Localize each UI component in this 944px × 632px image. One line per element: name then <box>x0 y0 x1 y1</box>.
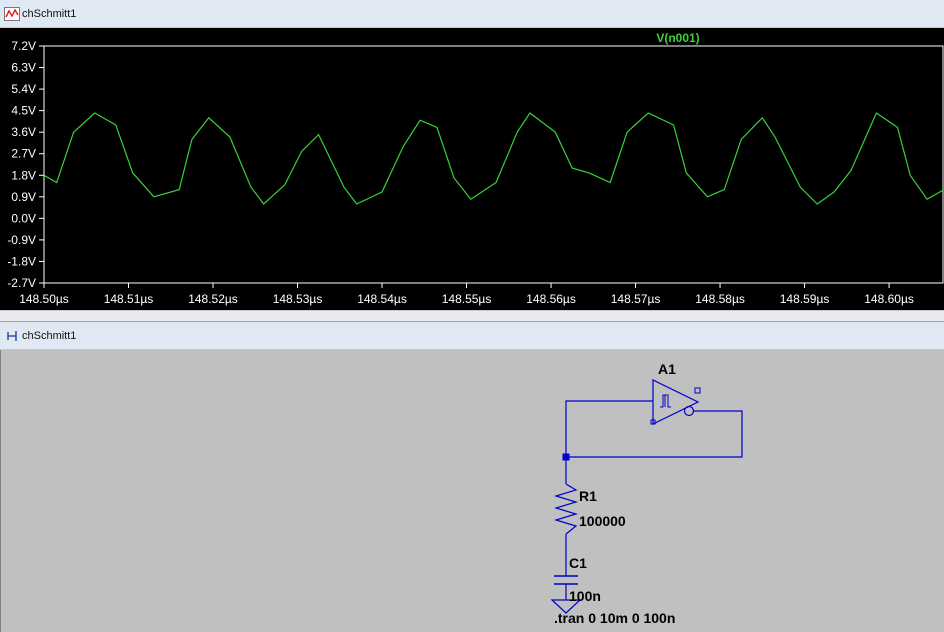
x-tick-label: 148.51µs <box>104 292 154 306</box>
resistor-value[interactable]: 100000 <box>579 513 626 529</box>
schematic-window-titlebar[interactable]: chSchmitt1 <box>0 322 944 350</box>
opamp-label[interactable]: A1 <box>658 361 676 377</box>
trace-legend-label[interactable]: V(n001) <box>656 31 699 45</box>
mdi-divider <box>0 310 944 322</box>
x-tick-label: 148.57µs <box>611 292 661 306</box>
x-tick-label: 148.60µs <box>864 292 914 306</box>
x-tick-label: 148.50µs <box>19 292 69 306</box>
capacitor-value[interactable]: 100n <box>569 588 601 604</box>
schematic-wires[interactable] <box>565 400 743 600</box>
waveform-chart[interactable]: 7.2V 6.3V 5.4V 4.5V 3.6V 2.7V 1.8V 0.9V 0.0V -0.9… <box>0 28 944 310</box>
resistor-label[interactable]: R1 <box>579 488 597 504</box>
plot-window-title: chSchmitt1 <box>22 8 77 20</box>
x-tick-label: 148.58µs <box>695 292 745 306</box>
x-tick-label: 148.52µs <box>188 292 238 306</box>
y-tick-label: 7.2V <box>11 39 36 53</box>
y-tick-label: 3.6V <box>11 125 36 139</box>
y-tick-label: 6.3V <box>11 61 36 75</box>
x-axis-ticks: 148.50µs 148.51µs 148.52µs 148.53µs 148.54µs… <box>19 283 914 306</box>
waveform-plot[interactable]: 7.2V 6.3V 5.4V 4.5V 3.6V 2.7V 1.8V 0.9V 0.0V -0.9… <box>0 28 944 310</box>
wire-junction[interactable] <box>562 453 570 461</box>
trace-v-n001[interactable] <box>43 112 944 205</box>
x-tick-label: 148.53µs <box>273 292 323 306</box>
schematic-canvas[interactable]: A1 R1 100000 C1 100n .tran 0 10m 0 100n <box>0 350 944 632</box>
x-tick-label: 148.55µs <box>442 292 492 306</box>
y-tick-label: 2.7V <box>11 147 36 161</box>
y-tick-label: 0.9V <box>11 190 36 204</box>
capacitor-c1[interactable] <box>554 575 578 585</box>
y-tick-label: 0.0V <box>11 211 36 225</box>
y-tick-label: -2.7V <box>7 276 36 290</box>
schematic-drawing[interactable]: A1 R1 100000 C1 100n .tran 0 10m 0 100n <box>1 350 944 632</box>
plot-axes <box>43 45 944 284</box>
opamp-a1[interactable] <box>650 379 701 425</box>
plot-frame <box>43 45 944 284</box>
x-tick-label: 148.54µs <box>357 292 407 306</box>
y-tick-label: 1.8V <box>11 168 36 182</box>
capacitor-label[interactable]: C1 <box>569 555 587 571</box>
schematic-window-title: chSchmitt1 <box>22 330 77 342</box>
y-tick-label: 4.5V <box>11 104 36 118</box>
waveform-icon <box>4 7 20 21</box>
y-tick-label: -0.9V <box>7 233 36 247</box>
plot-window-titlebar[interactable]: chSchmitt1 <box>0 0 944 28</box>
y-tick-label: -1.8V <box>7 254 36 268</box>
resistor-r1[interactable] <box>553 483 579 535</box>
spice-directive[interactable]: .tran 0 10m 0 100n <box>554 610 675 626</box>
ground-symbol[interactable] <box>550 599 582 614</box>
y-tick-label: 5.4V <box>11 82 36 96</box>
x-tick-label: 148.56µs <box>526 292 576 306</box>
x-tick-label: 148.59µs <box>780 292 830 306</box>
schematic-icon <box>7 331 17 341</box>
y-axis-ticks: 7.2V 6.3V 5.4V 4.5V 3.6V 2.7V 1.8V 0.9V 0.0V -0.9… <box>7 39 44 290</box>
